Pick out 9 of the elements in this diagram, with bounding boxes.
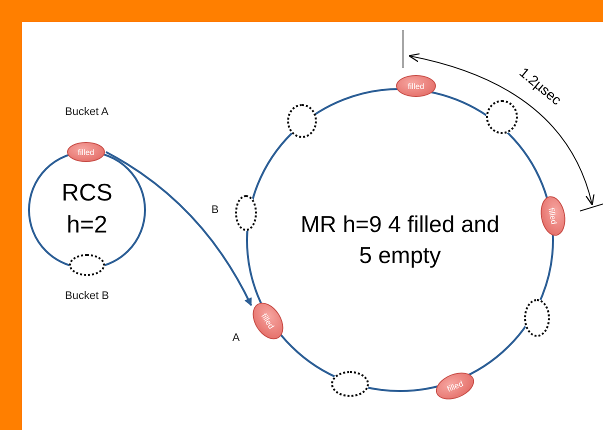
ring-label: MR h=9 4 filled and 5 empty — [300, 210, 500, 270]
filled-bucket: filled — [396, 75, 436, 97]
bucket-label: B — [210, 204, 220, 216]
empty-bucket — [235, 195, 257, 231]
ring-label: RCS h=2 — [60, 178, 114, 241]
arrow — [106, 151, 252, 306]
bucket-label: A — [231, 332, 241, 344]
empty-bucket — [287, 104, 317, 138]
filled-bucket: filled — [67, 142, 105, 162]
